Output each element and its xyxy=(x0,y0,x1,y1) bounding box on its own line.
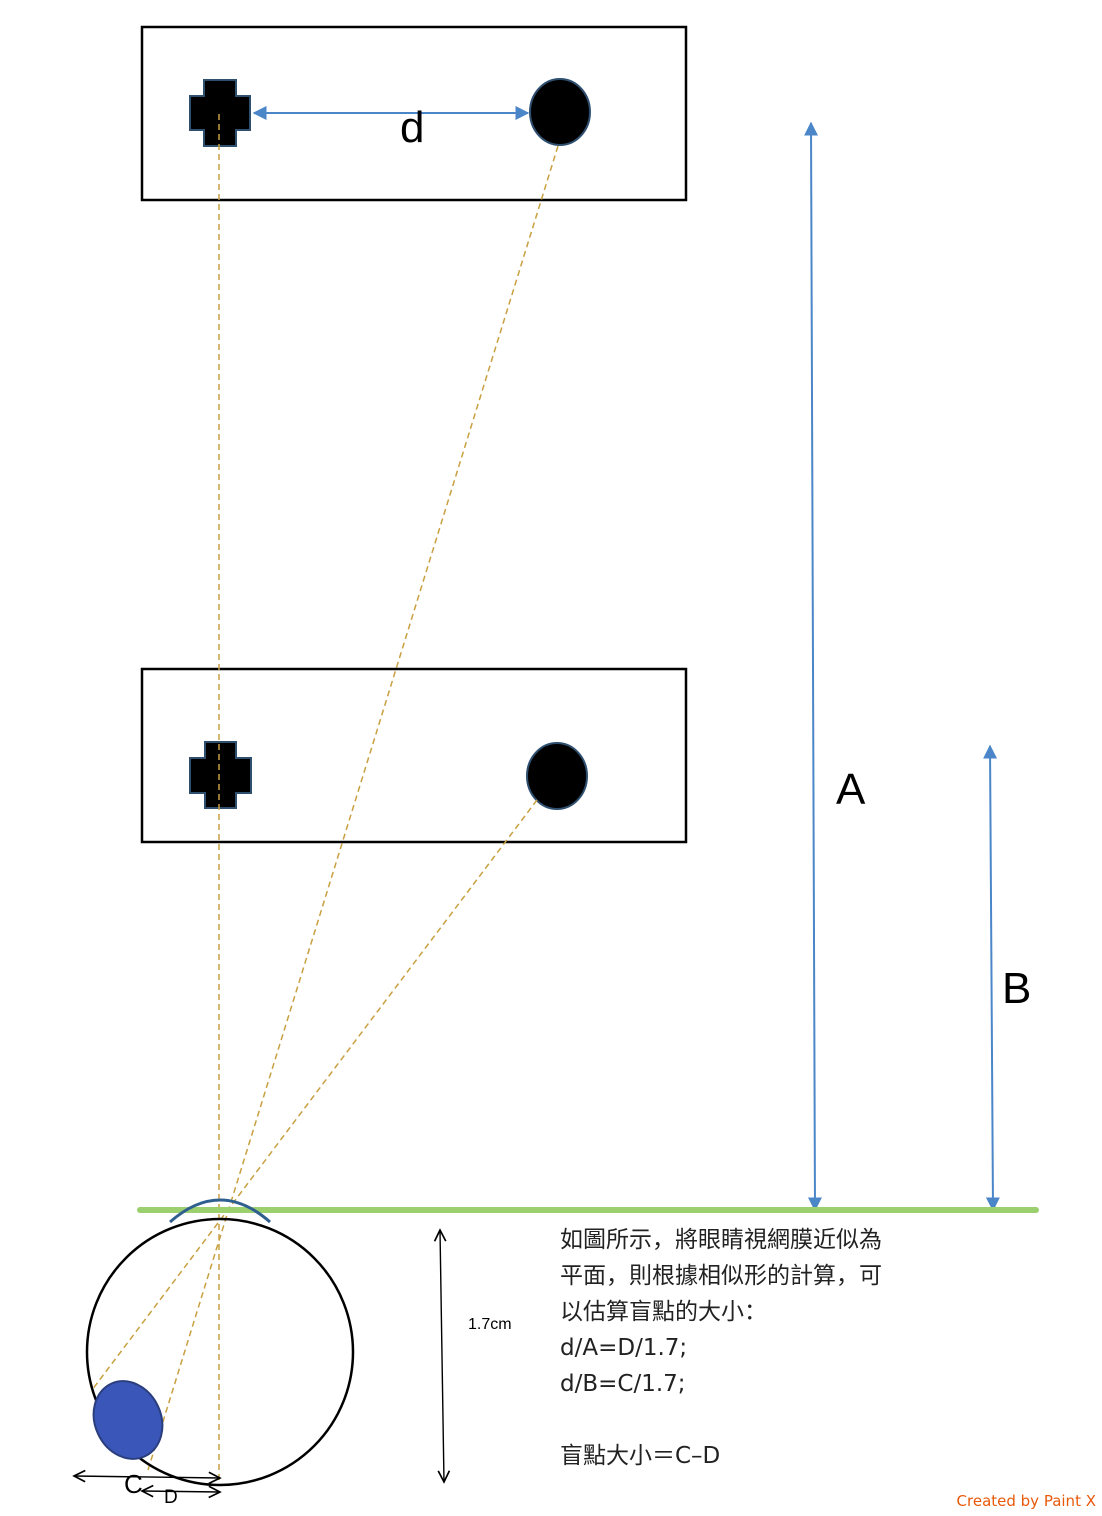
explanation-line: 平面，則根據相似形的計算，可 xyxy=(560,1263,882,1289)
cross-icon xyxy=(189,741,252,809)
explanation-line: d/A=D/1.7; xyxy=(560,1335,688,1361)
explanation-line: 以估算盲點的大小： xyxy=(560,1299,767,1325)
label-B: B xyxy=(1002,964,1031,1013)
watermark: Created by Paint X xyxy=(956,1492,1096,1510)
label-D: D xyxy=(164,1487,178,1508)
explanation-line: 如圖所示，將眼睛視網膜近似為 xyxy=(560,1227,882,1253)
eye-size-arrow xyxy=(440,1230,444,1482)
measure-D-arrow xyxy=(142,1491,220,1492)
label-d: d xyxy=(400,103,424,152)
explanation-text: 如圖所示，將眼睛視網膜近似為 平面，則根據相似形的計算，可 以估算盲點的大小： … xyxy=(560,1222,980,1474)
blind-spot xyxy=(92,1380,164,1460)
card-near xyxy=(140,667,688,844)
explanation-line: 盲點大小＝C–D xyxy=(560,1443,721,1469)
label-C: C xyxy=(124,1469,143,1499)
distance-B-arrow xyxy=(983,744,1000,1212)
card-far: d xyxy=(140,25,688,202)
dot-icon xyxy=(529,78,591,146)
measure-C-arrow xyxy=(74,1476,220,1478)
sight-lines xyxy=(91,114,559,1480)
explanation-line: d/B=C/1.7; xyxy=(560,1371,686,1397)
explanation-line xyxy=(560,1402,980,1438)
label-eye-size: 1.7cm xyxy=(468,1316,512,1333)
dot-icon xyxy=(526,742,588,810)
eye xyxy=(85,1198,355,1487)
distance-A-arrow xyxy=(804,121,822,1212)
cross-icon xyxy=(189,79,251,147)
lens-arc xyxy=(169,1198,271,1224)
label-A: A xyxy=(836,765,866,814)
